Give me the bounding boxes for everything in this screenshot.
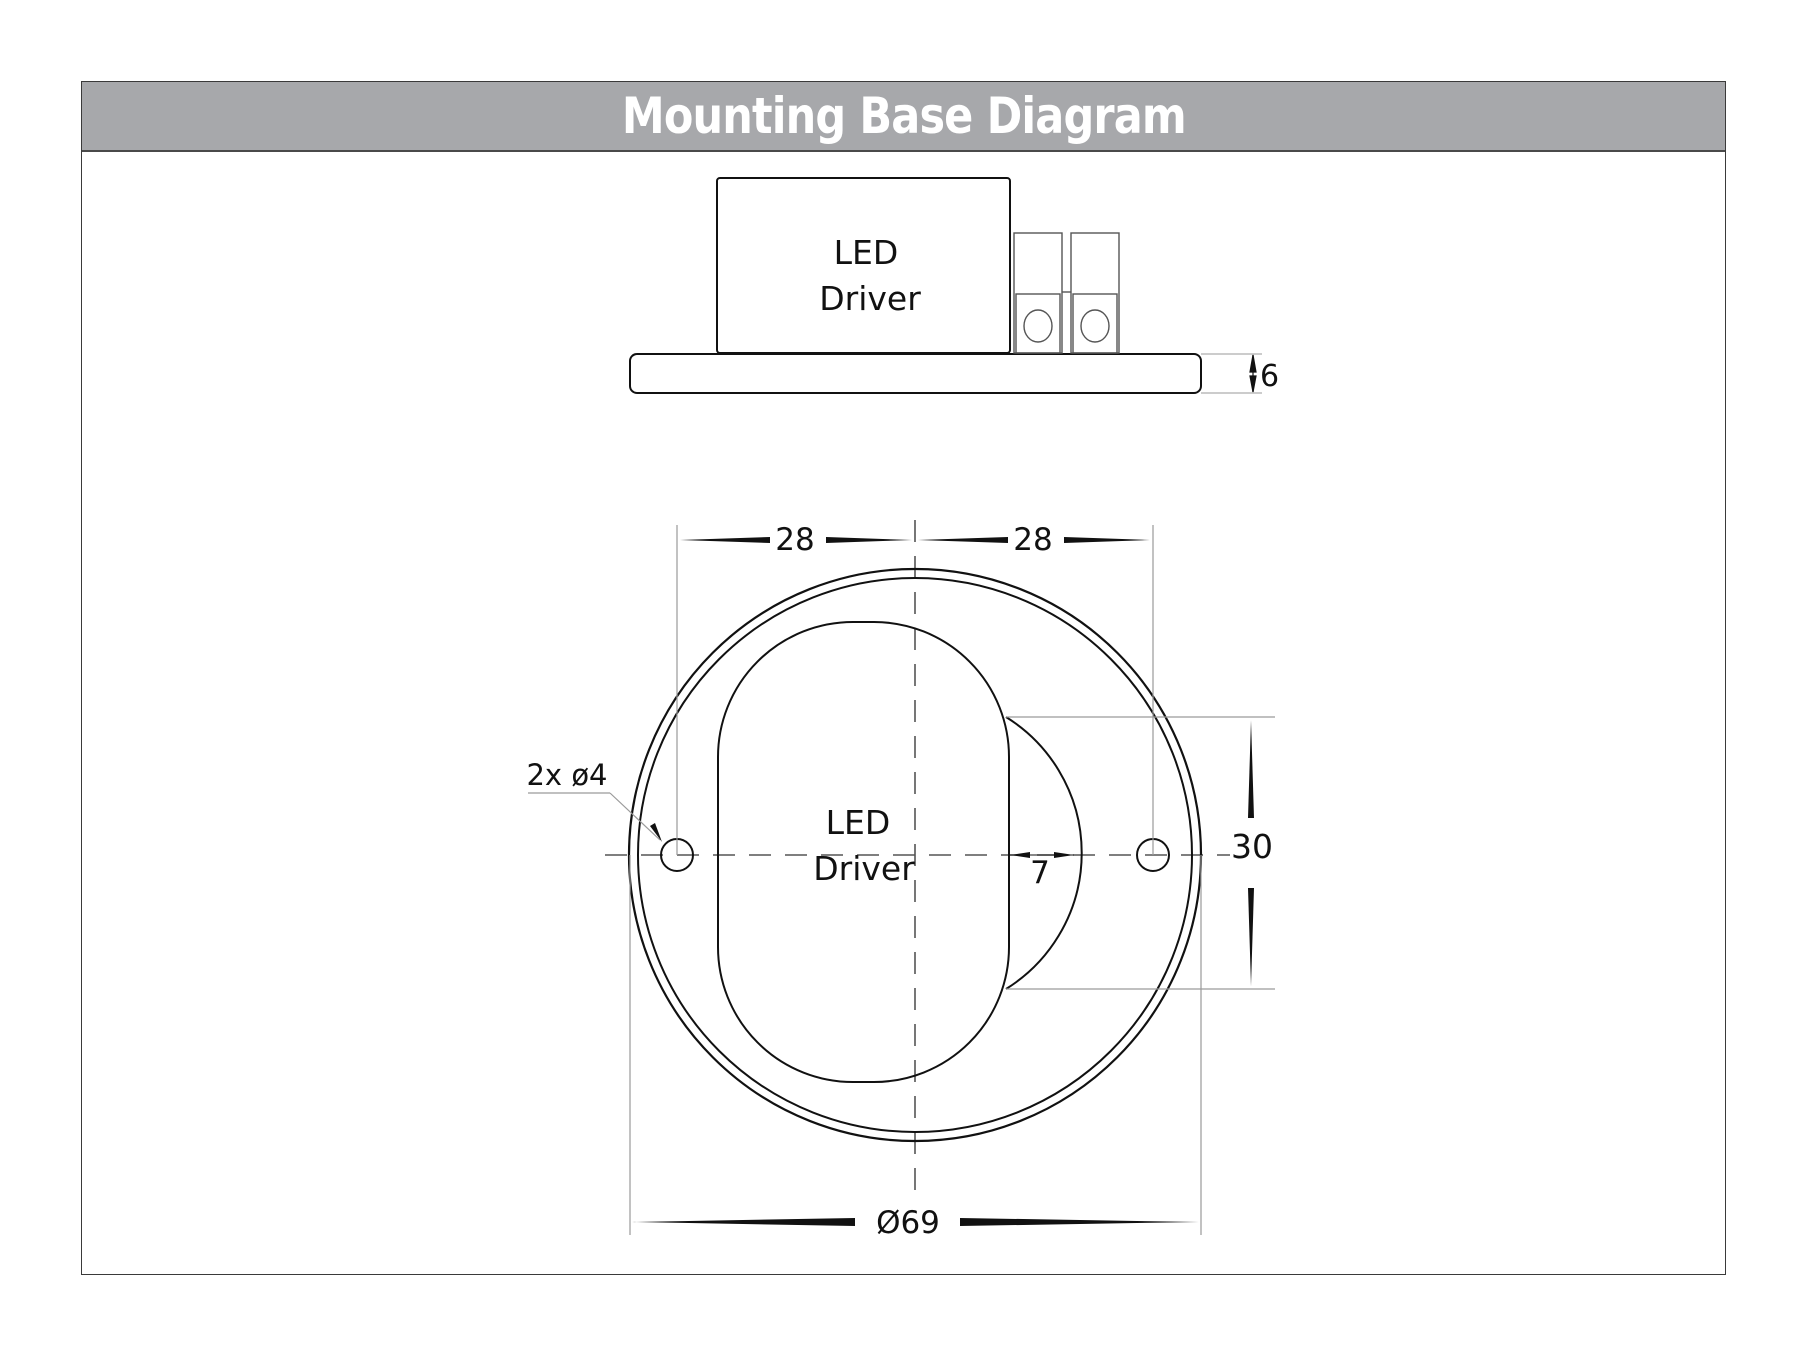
side-view (629, 177, 1262, 394)
dimension-28-left (680, 537, 912, 543)
hole-leader-arrow-icon (650, 823, 662, 842)
driver-bulge-arc (1005, 716, 1083, 990)
terminal-block-icon (1013, 232, 1120, 354)
dimension-69 (632, 1218, 1199, 1226)
top-view (528, 520, 1275, 1235)
title-bar: Mounting Base Diagram (82, 82, 1725, 152)
center-lines (605, 520, 1230, 1195)
dimension-label-28-right: 28 (1013, 522, 1052, 558)
dimension-label-holes: 2x ø4 (526, 758, 607, 792)
dimension-label-69: Ø69 (876, 1205, 940, 1241)
side-driver-label-line2: Driver (819, 279, 921, 318)
dimension-28-right (918, 537, 1150, 543)
dimension-label-7: 7 (1030, 855, 1050, 891)
top-driver-label-line1: LED (826, 803, 891, 842)
top-driver-label-line2: Driver (813, 849, 915, 888)
top-driver-outline (717, 621, 1010, 1083)
side-driver-label-line1: LED (834, 233, 899, 272)
dimension-label-6: 6 (1260, 359, 1279, 394)
dimension-7 (1010, 852, 1074, 858)
page-title: Mounting Base Diagram (621, 87, 1187, 145)
dimension-30 (1248, 720, 1254, 986)
side-base-plate (629, 353, 1202, 394)
diagram-frame: Mounting Base Diagram (81, 81, 1726, 1275)
dimension-label-28-left: 28 (775, 522, 814, 558)
extension-lines (528, 525, 1275, 1235)
base-inner-ring (637, 577, 1193, 1133)
dimension-height-6 (1201, 353, 1262, 394)
dimension-label-30: 30 (1231, 827, 1273, 866)
